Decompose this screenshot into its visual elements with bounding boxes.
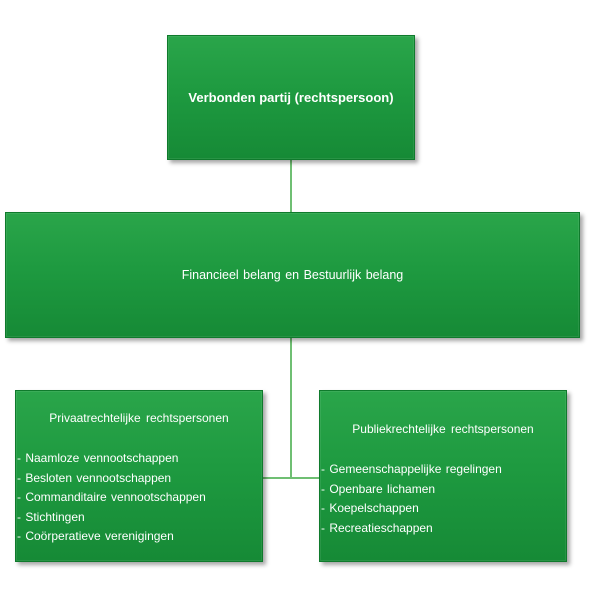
node-publiekrechtelijk-title: Publiekrechtelijke rechtspersonen bbox=[352, 422, 534, 436]
list-item: - Besloten vennootschappen bbox=[17, 470, 172, 485]
node-publiekrechtelijk-list: - Gemeenschappelijke regelingen - Openba… bbox=[321, 460, 502, 538]
node-verbonden-partij-label: Verbonden partij (rechtspersoon) bbox=[188, 90, 394, 105]
list-item: - Naamloze vennootschappen bbox=[17, 451, 179, 465]
node-privaatrechtelijk-title: Privaatrechtelijke rechtspersonen bbox=[49, 411, 229, 425]
list-item: - Stichtingen bbox=[17, 509, 85, 524]
connector-top-to-middle bbox=[290, 160, 292, 212]
node-privaatrechtelijk: Privaatrechtelijke rechtspersonen - Naam… bbox=[15, 390, 263, 562]
connector-horizontal bbox=[263, 477, 319, 479]
list-item: - Commanditaire vennootschappen bbox=[17, 490, 206, 504]
node-belang: Financieel belang en Bestuurlijk belang bbox=[5, 212, 580, 338]
list-item: - Gemeenschappelijke regelingen bbox=[321, 462, 502, 476]
node-verbonden-partij: Verbonden partij (rechtspersoon) bbox=[167, 35, 415, 160]
list-item: - Openbare lichamen bbox=[321, 481, 436, 496]
list-item: - Coörperatieve verenigingen bbox=[17, 529, 174, 543]
node-belang-label: Financieel belang en Bestuurlijk belang bbox=[181, 268, 404, 282]
node-privaatrechtelijk-list: - Naamloze vennootschappen - Besloten ve… bbox=[17, 449, 206, 547]
connector-middle-to-bottom bbox=[290, 338, 292, 478]
list-item: - Koepelschappen bbox=[321, 501, 419, 515]
node-publiekrechtelijk: Publiekrechtelijke rechtspersonen - Geme… bbox=[319, 390, 567, 562]
list-item: - Recreatieschappen bbox=[321, 520, 433, 535]
